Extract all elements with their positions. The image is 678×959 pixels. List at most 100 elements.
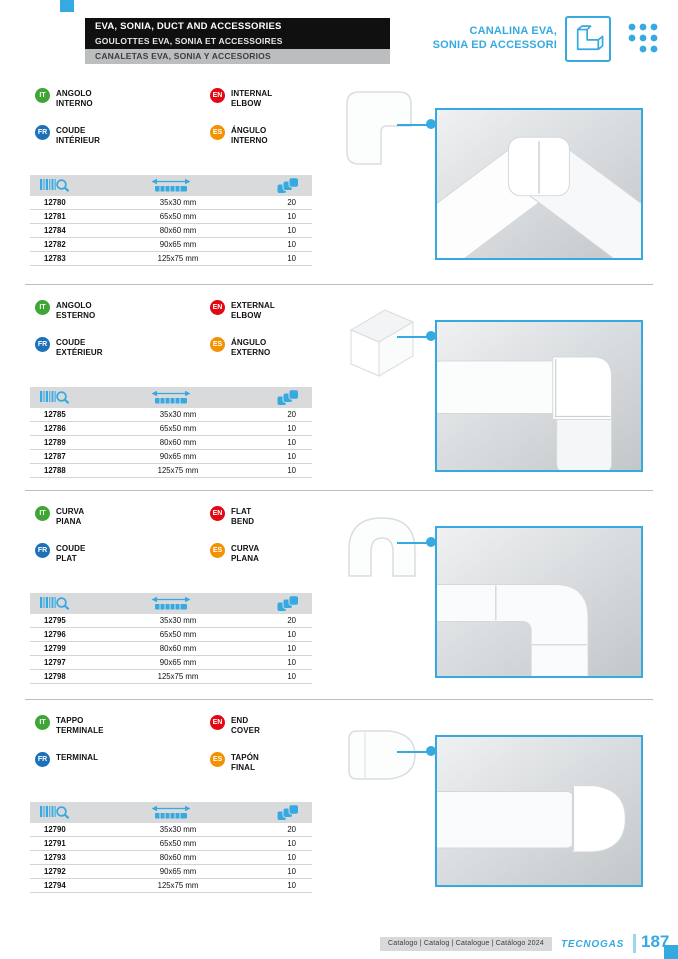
product-code: 12791 — [44, 838, 66, 848]
label-english: EN END COVER — [210, 715, 260, 735]
pack-quantity: 20 — [287, 824, 296, 834]
label-text-en: INTERNAL ELBOW — [231, 89, 273, 108]
product-size: 125x75 mm — [157, 880, 199, 890]
zoom-connector-dot — [426, 119, 436, 129]
label-spanish: ES CURVA PLANA — [210, 543, 259, 563]
label-spanish: ES ÁNGULO EXTERNO — [210, 337, 270, 357]
pack-quantity: 10 — [287, 629, 296, 639]
pack-quantity: 10 — [287, 451, 296, 461]
product-photo — [333, 84, 431, 172]
lang-badge-it: IT — [35, 715, 50, 730]
label-italian: IT CURVA PIANA — [35, 506, 84, 526]
lang-badge-en: EN — [210, 506, 225, 521]
lang-badge-es: ES — [210, 752, 225, 767]
label-italian: IT ANGOLO ESTERNO — [35, 300, 95, 320]
table-row: 12781 65x50 mm 10 — [30, 210, 312, 224]
product-code: 12789 — [44, 437, 66, 447]
label-text-it: TAPPO TERMINALE — [56, 716, 104, 735]
product-size: 35x30 mm — [159, 824, 197, 834]
pack-quantity: 10 — [287, 437, 296, 447]
page-number: 187 — [641, 932, 670, 951]
lang-badge-fr: FR — [35, 752, 50, 767]
zoom-photo — [435, 735, 643, 887]
product-size: 35x30 mm — [159, 615, 197, 625]
pack-quantity: 10 — [287, 239, 296, 249]
label-italian: IT ANGOLO INTERNO — [35, 88, 93, 108]
label-english: EN FLAT BEND — [210, 506, 254, 526]
product-photo — [333, 296, 431, 384]
label-text-it: ANGOLO INTERNO — [56, 89, 93, 108]
lang-badge-es: ES — [210, 125, 225, 140]
table-header — [30, 175, 312, 196]
product-size: 125x75 mm — [157, 253, 199, 263]
product-code: 12794 — [44, 880, 66, 890]
pack-quantity: 10 — [287, 225, 296, 235]
pack-quantity: 10 — [287, 866, 296, 876]
product-code: 12782 — [44, 239, 66, 249]
pack-quantity: 10 — [287, 852, 296, 862]
product-size: 90x65 mm — [159, 451, 197, 461]
barcode-icon — [40, 805, 70, 820]
footer-separator — [633, 934, 636, 953]
title-es: CANALETAS EVA, SONIA Y ACCESORIOS — [85, 49, 390, 64]
product-size: 90x65 mm — [159, 866, 197, 876]
label-text-en: END COVER — [231, 716, 260, 735]
product-size: 90x65 mm — [159, 657, 197, 667]
label-text-it: ANGOLO ESTERNO — [56, 301, 96, 320]
duct-elbow-icon — [565, 16, 611, 62]
pack-quantity: 10 — [287, 423, 296, 433]
table-row: 12787 90x65 mm 10 — [30, 450, 312, 464]
lang-badge-en: EN — [210, 88, 225, 103]
section-divider — [25, 699, 653, 700]
pack-quantity: 10 — [287, 253, 296, 263]
pack-quantity: 10 — [287, 643, 296, 653]
barcode-icon — [40, 390, 70, 405]
product-code: 12783 — [44, 253, 66, 263]
pack-quantity: 10 — [287, 211, 296, 221]
label-text-es: ÁNGULO INTERNO — [231, 126, 268, 145]
label-english: EN INTERNAL ELBOW — [210, 88, 272, 108]
product-code: 12790 — [44, 824, 66, 834]
product-size: 65x50 mm — [159, 211, 197, 221]
product-code: 12787 — [44, 451, 66, 461]
section-internal-elbow: IT ANGOLO INTERNO EN INTERNAL ELBOW FR C… — [25, 78, 653, 278]
product-code: 12799 — [44, 643, 66, 653]
zoom-connector-line — [397, 124, 431, 126]
label-french: FR COUDE INTÉRIEUR — [35, 125, 100, 145]
pack-quantity: 10 — [287, 838, 296, 848]
product-size: 125x75 mm — [157, 465, 199, 475]
label-spanish: ES ÁNGULO INTERNO — [210, 125, 268, 145]
zoom-photo — [435, 108, 643, 260]
lang-badge-fr: FR — [35, 543, 50, 558]
product-code: 12796 — [44, 629, 66, 639]
zoom-photo-image — [437, 528, 641, 676]
product-code: 12786 — [44, 423, 66, 433]
brand-dots-logo — [620, 16, 666, 62]
corner-mark-bottom — [664, 945, 678, 959]
table-row: 12789 80x60 mm 10 — [30, 436, 312, 450]
product-photo — [333, 502, 431, 590]
table-row: 12790 35x30 mm 20 — [30, 823, 312, 837]
pack-quantity: 10 — [287, 465, 296, 475]
table-header — [30, 387, 312, 408]
lang-badge-it: IT — [35, 506, 50, 521]
lang-badge-en: EN — [210, 715, 225, 730]
product-code: 12781 — [44, 211, 66, 221]
product-size: 80x60 mm — [159, 437, 197, 447]
table-header — [30, 802, 312, 823]
